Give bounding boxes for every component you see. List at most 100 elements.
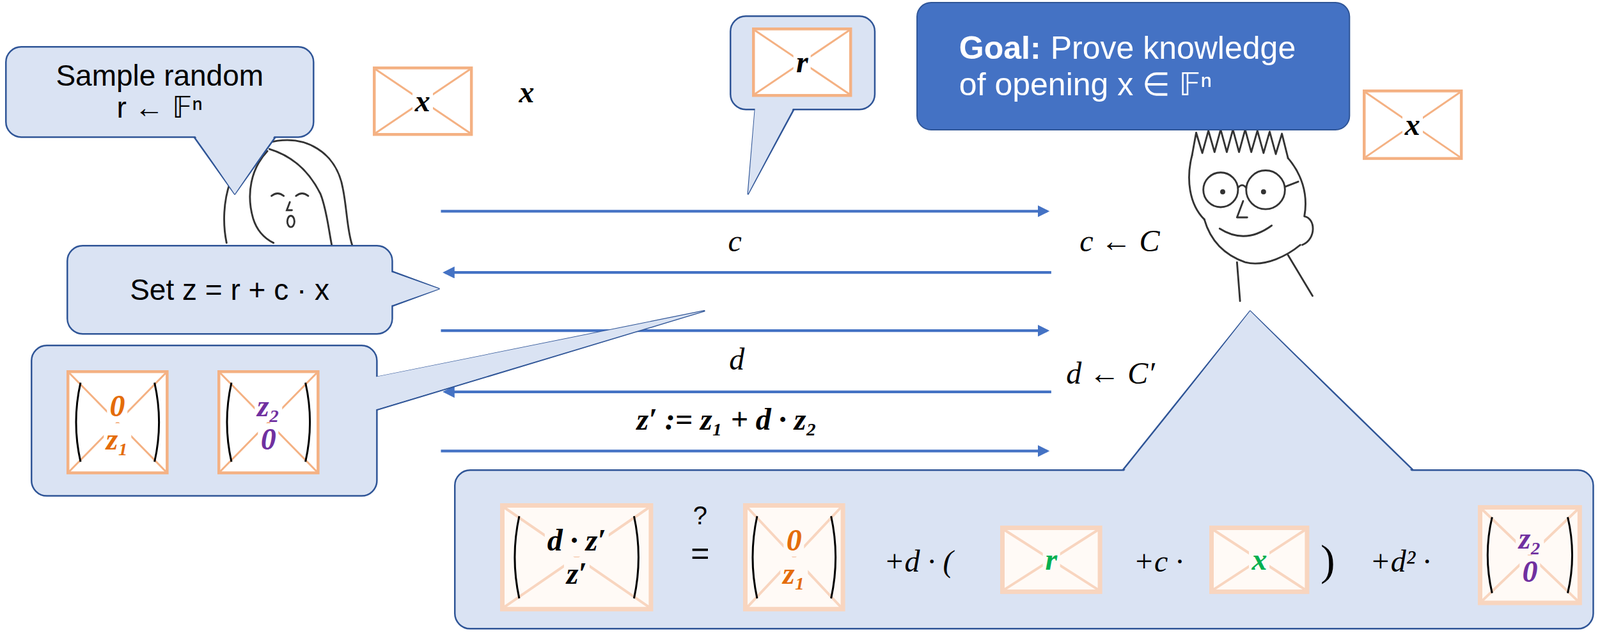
math-label: z′ := z₁ + d · z₂ [636, 402, 817, 437]
vector-bracket [305, 383, 311, 463]
neck [1236, 262, 1240, 302]
vector-bracket [76, 383, 81, 463]
speech-bubble: 0z₁z₂0 [30, 344, 378, 497]
glasses-bridge [1238, 185, 1247, 189]
envelope-text: r [793, 46, 811, 79]
envelope-commitment: r [1000, 525, 1103, 595]
mouth [287, 216, 295, 228]
message-arrow [440, 449, 1047, 453]
envelope-icon [217, 370, 320, 475]
envelope-flap [69, 373, 166, 472]
nose [286, 202, 292, 211]
envelope-text: z₁ [103, 423, 132, 456]
eye [1220, 189, 1224, 194]
math-label: c ← C [1079, 223, 1160, 258]
envelope-commitment: 0z₁ [743, 503, 846, 612]
bubble-text: = [690, 535, 710, 572]
label-slot: z′ := z₁ + d · z₂ [636, 403, 817, 436]
envelope-text: z′ [564, 557, 590, 590]
text-slot: ? [693, 501, 708, 530]
text-group: x [1248, 542, 1270, 577]
message-arrow [440, 209, 1047, 213]
glasses-lens [1203, 172, 1239, 208]
text-group: z₂0 [1516, 521, 1544, 589]
envelope-flap [219, 373, 317, 472]
text-group: x [412, 84, 433, 118]
envelope-commitment: x [1362, 89, 1463, 160]
envelope-flap [1213, 530, 1305, 590]
text-slot: +d · ( [883, 544, 953, 579]
hair-line [269, 149, 332, 245]
envelope-commitment: z₂0 [217, 370, 320, 475]
text-group: Set z = r + c · x [129, 273, 330, 307]
neck [1287, 255, 1313, 297]
envelope-text: r [1043, 543, 1061, 576]
goal-body [917, 2, 1350, 130]
envelope-text: z₂ [254, 390, 283, 423]
vector-bracket [633, 516, 639, 599]
vector-bracket [831, 516, 836, 599]
goal-box: Goal:Prove knowledge of opening x ∈ 𝔽ⁿ [916, 1, 1350, 131]
vector-bracket [227, 383, 232, 463]
spiky-hair [1192, 129, 1288, 159]
envelope-flap [375, 69, 470, 134]
text-group: Sample random r ← 𝔽ⁿ [51, 59, 269, 125]
text-group: r [793, 45, 811, 79]
eye [1261, 189, 1265, 194]
envelope-icon [1477, 505, 1583, 605]
envelope-body [1480, 507, 1581, 604]
speech-bubble: ?=+d · (+c ·)+d² ·d · z′z′0z₁rxz₂0 [454, 469, 1595, 630]
bubble-text: +d² · [1369, 543, 1431, 578]
math-label: d [729, 341, 745, 376]
envelope-text: z₁ [780, 557, 808, 590]
label-slot: c ← C [1079, 223, 1160, 258]
vector-bracket [514, 516, 520, 599]
message-arrow [445, 271, 1052, 274]
text-group: x [1402, 108, 1423, 142]
vector-bracket [1568, 517, 1573, 594]
glasses-lens [1246, 170, 1286, 210]
bubble-tail-joint [193, 134, 276, 194]
smile [1219, 225, 1272, 236]
nose [1236, 200, 1248, 218]
bubble-tail-joint [748, 106, 795, 194]
message-arrow [445, 390, 1052, 394]
envelope-flap [504, 507, 649, 607]
envelope-icon [743, 503, 846, 612]
label-slot: d [729, 342, 745, 377]
bubble-body [454, 470, 1593, 629]
envelope-flap [1004, 530, 1099, 590]
math-label: d ← C′ [1066, 356, 1155, 391]
envelope-flap [755, 30, 850, 95]
envelope-commitment: x [1209, 525, 1310, 595]
envelope-icon [66, 370, 169, 475]
label-slot: c [727, 223, 742, 258]
text-group: 0z₁ [780, 523, 808, 591]
envelope-text: x [1402, 109, 1423, 142]
envelope-body [1002, 527, 1101, 592]
goal-text: Goal: [959, 29, 1042, 66]
speech-bubble: r [729, 15, 876, 110]
verifier-figure [1189, 129, 1314, 302]
eye [296, 193, 309, 196]
envelope-text: 0 [1519, 555, 1540, 588]
speech-bubble: Sample random r ← 𝔽ⁿ [5, 46, 315, 139]
envelope-flap [747, 507, 841, 607]
bubble-tail-joint [1122, 311, 1414, 474]
bubble-tail-joint [374, 311, 705, 411]
envelope-body [753, 28, 851, 96]
message-arrow [440, 329, 1047, 332]
envelope-body [218, 372, 318, 474]
head-outline [1287, 157, 1313, 245]
bubble-tail [376, 311, 705, 411]
envelope-body [1364, 91, 1462, 160]
protocol-arrows [440, 211, 1051, 451]
bubble-text: +d · ( [883, 543, 953, 578]
text-slot: +d² · [1369, 544, 1431, 579]
bubble-body [730, 15, 875, 110]
envelope-commitment: 0z₁ [66, 370, 169, 475]
envelope-text: 0 [258, 423, 279, 456]
chin [1204, 219, 1301, 264]
bubble-text: ? [693, 501, 708, 530]
